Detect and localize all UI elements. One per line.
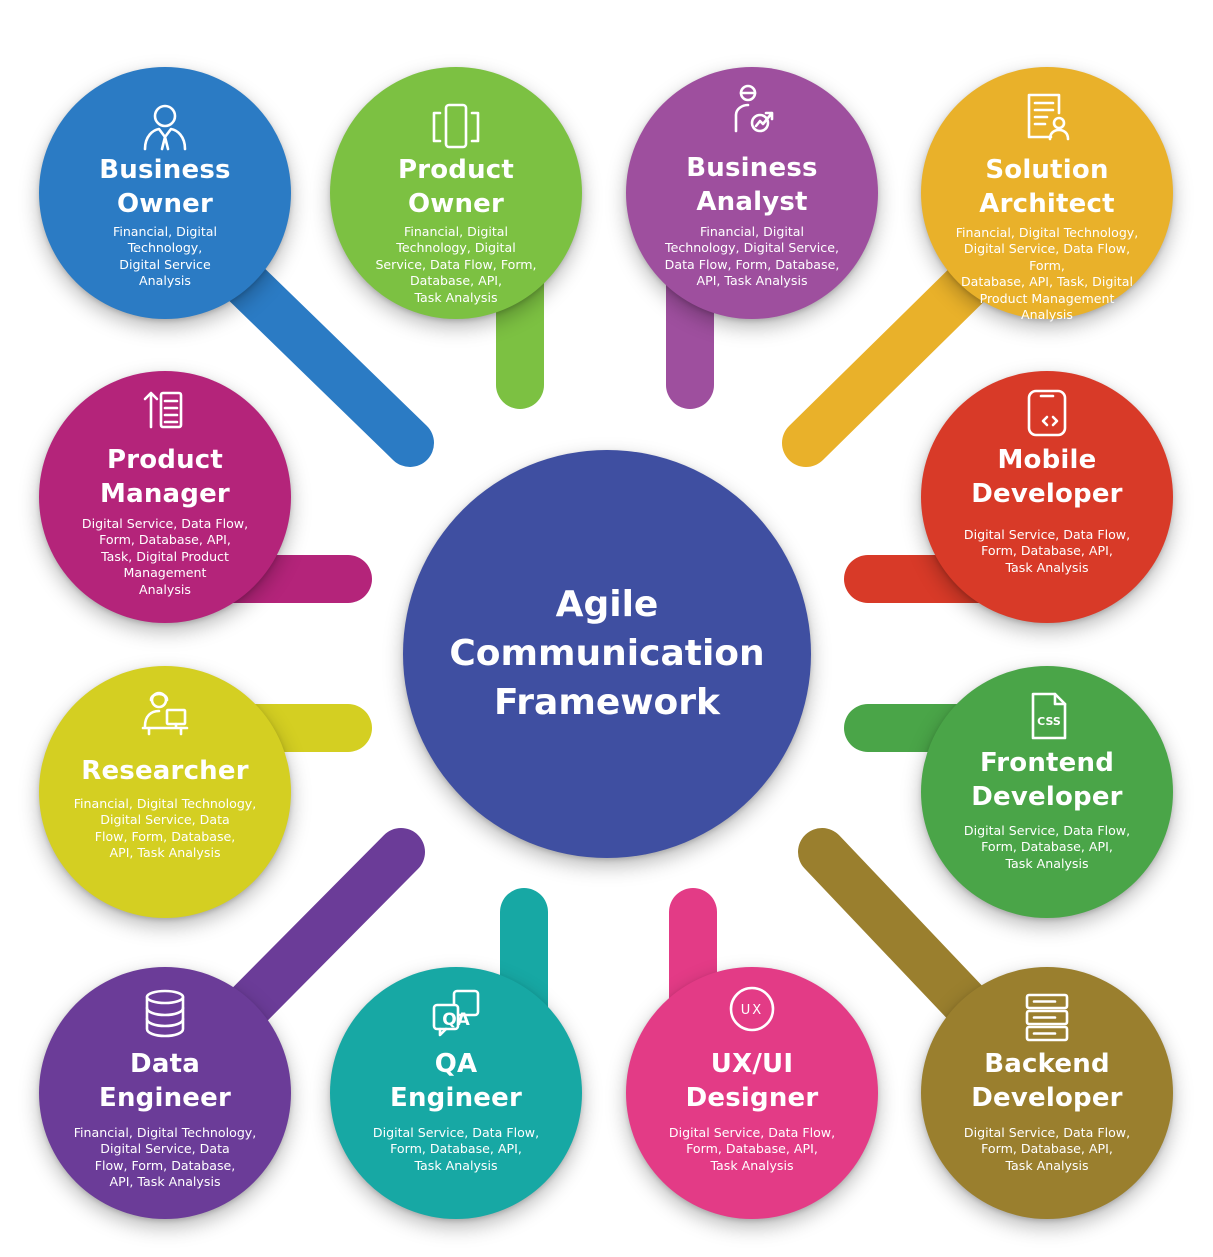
list-sort-icon bbox=[137, 383, 193, 439]
analyst-growth-icon bbox=[724, 81, 780, 137]
role-ux-ui-designer: UX UX/UI Designer Digital Service, Data … bbox=[626, 967, 878, 1219]
role-title: UX/UI Designer bbox=[685, 1049, 819, 1113]
ux-circle-icon: UX bbox=[724, 981, 780, 1037]
role-description: Digital Service, Data Flow, Form, Databa… bbox=[963, 527, 1131, 575]
role-backend-developer: Backend Developer Digital Service, Data … bbox=[921, 967, 1173, 1219]
role-researcher: Researcher Financial, Digital Technology… bbox=[39, 666, 291, 918]
role-product-owner: Product Owner Financial, Digital Technol… bbox=[330, 67, 582, 319]
center-title: Agile Communication Framework bbox=[449, 584, 765, 723]
person-tie-icon bbox=[137, 99, 193, 155]
role-title: Frontend Developer bbox=[971, 748, 1123, 812]
document-user-icon bbox=[1019, 89, 1075, 145]
role-description: Financial, Digital Technology, Digital S… bbox=[955, 225, 1139, 323]
role-title: Researcher bbox=[81, 756, 249, 786]
role-description: Digital Service, Data Flow, Form, Databa… bbox=[963, 1125, 1131, 1173]
center-framework-circle: Agile Communication Framework bbox=[403, 450, 811, 858]
server-stack-icon bbox=[1019, 989, 1075, 1045]
role-business-owner: Business Owner Financial, Digital Techno… bbox=[39, 67, 291, 319]
role-title: Product Manager bbox=[100, 445, 230, 509]
role-title: Backend Developer bbox=[971, 1049, 1123, 1113]
role-description: Financial, Digital Technology, Digital S… bbox=[375, 224, 537, 305]
css-file-icon: CSS bbox=[1019, 688, 1075, 744]
css-label: CSS bbox=[1037, 715, 1061, 728]
role-title: Business Owner bbox=[99, 155, 231, 219]
role-description: Financial, Digital Technology, Digital S… bbox=[73, 1125, 257, 1190]
researcher-desk-icon bbox=[137, 684, 193, 740]
role-business-analyst: Business Analyst Financial, Digital Tech… bbox=[626, 67, 878, 319]
database-icon bbox=[137, 985, 193, 1041]
role-title: Solution Architect bbox=[979, 155, 1115, 219]
ux-label: UX bbox=[741, 1003, 763, 1018]
role-mobile-developer: Mobile Developer Digital Service, Data F… bbox=[921, 371, 1173, 623]
role-title: Business Analyst bbox=[686, 153, 818, 217]
phone-frame-icon bbox=[428, 99, 484, 155]
role-title: Data Engineer bbox=[99, 1049, 231, 1113]
role-description: Digital Service, Data Flow, Form, Databa… bbox=[963, 823, 1131, 871]
role-description: Financial, Digital Technology, Digital S… bbox=[664, 224, 840, 289]
role-frontend-developer: CSS Frontend Developer Digital Service, … bbox=[921, 666, 1173, 918]
role-qa-engineer: QA QA Engineer Digital Service, Data Flo… bbox=[330, 967, 582, 1219]
role-solution-architect: Solution Architect Financial, Digital Te… bbox=[921, 67, 1173, 322]
qa-label: QA bbox=[442, 1010, 470, 1030]
role-title: Product Owner bbox=[397, 155, 515, 219]
qa-chat-icon: QA bbox=[428, 985, 484, 1041]
role-description: Financial, Digital Technology, Digital S… bbox=[73, 796, 257, 861]
role-description: Digital Service, Data Flow, Form, Databa… bbox=[372, 1125, 540, 1173]
role-description: Digital Service, Data Flow, Form, Databa… bbox=[668, 1125, 836, 1173]
role-title: QA Engineer bbox=[390, 1049, 522, 1113]
role-data-engineer: Data Engineer Financial, Digital Technol… bbox=[39, 967, 291, 1219]
mobile-code-icon bbox=[1019, 385, 1075, 441]
role-description: Digital Service, Data Flow, Form, Databa… bbox=[81, 516, 249, 597]
role-title: Mobile Developer bbox=[971, 445, 1123, 509]
role-description: Financial, Digital Technology, Digital S… bbox=[113, 224, 217, 289]
role-product-manager: Product Manager Digital Service, Data Fl… bbox=[39, 371, 291, 623]
